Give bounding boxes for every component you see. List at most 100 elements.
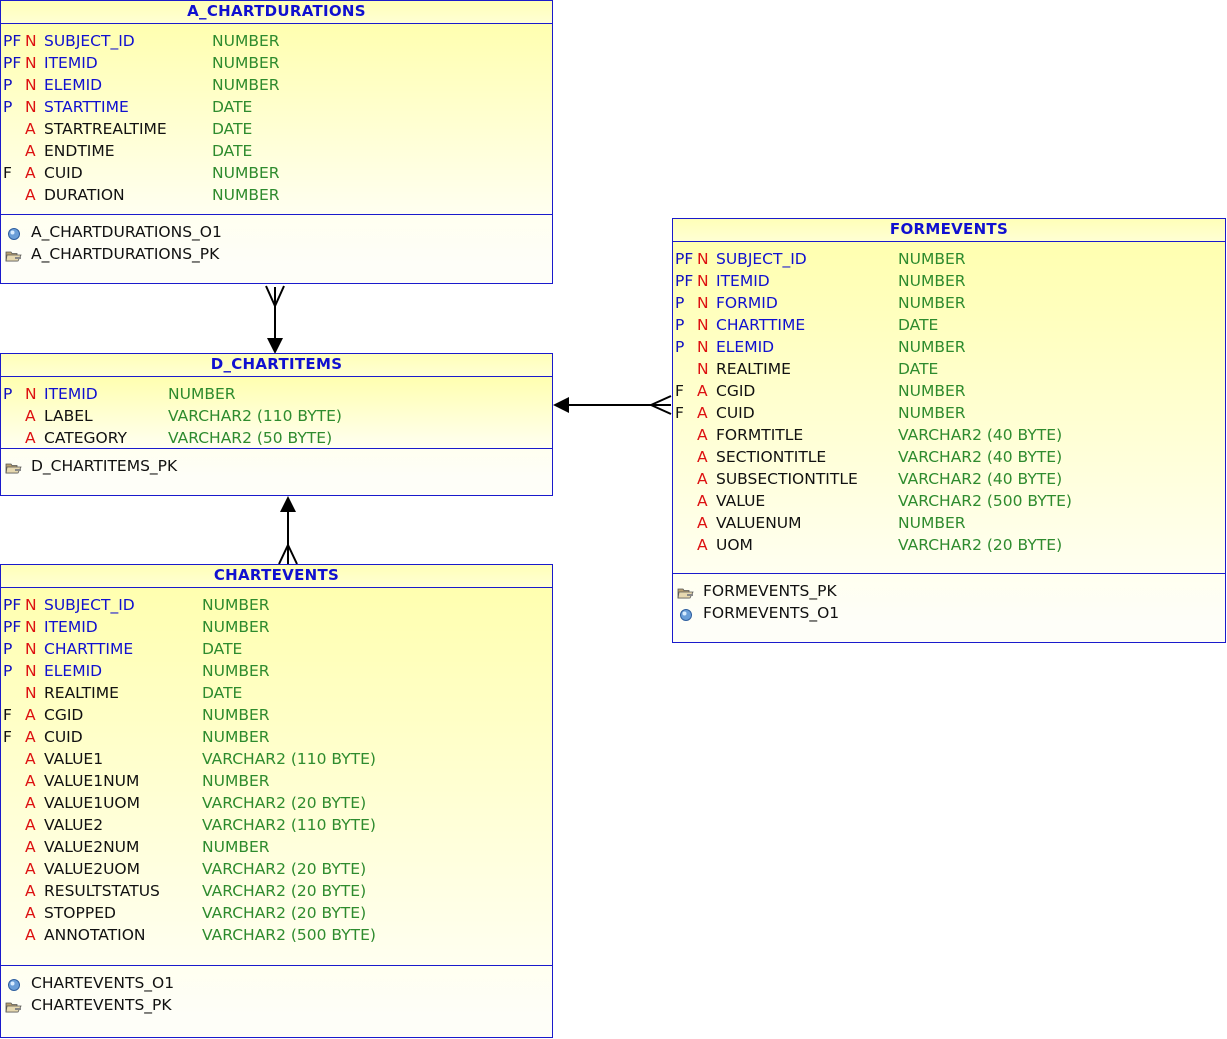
index-row[interactable]: CHARTEVENTS_PK xyxy=(1,994,552,1016)
index-name: CHARTEVENTS_O1 xyxy=(31,974,175,992)
index-row[interactable]: D_CHARTITEMS_PK xyxy=(1,455,552,477)
table-title[interactable]: FORMEVENTS xyxy=(673,219,1225,242)
column-type: DATE xyxy=(212,142,253,160)
table-title[interactable]: CHARTEVENTS xyxy=(1,565,552,588)
nullable-flag: A xyxy=(697,514,708,532)
nullable-flag: A xyxy=(25,772,36,790)
key-icon xyxy=(5,459,23,474)
column-name: CHARTTIME xyxy=(716,316,806,334)
column-type: NUMBER xyxy=(898,404,966,422)
column-type: VARCHAR2 (500 BYTE) xyxy=(898,492,1072,510)
column-name: ANNOTATION xyxy=(44,926,146,944)
column-type: NUMBER xyxy=(212,186,280,204)
index-row[interactable]: CHARTEVENTS_O1 xyxy=(1,972,552,994)
column-name: VALUENUM xyxy=(716,514,802,532)
key-marker: P xyxy=(3,640,13,658)
column-type: DATE xyxy=(898,316,939,334)
key-marker: PF xyxy=(3,32,22,50)
nullable-flag: N xyxy=(25,32,37,50)
nullable-flag: A xyxy=(697,404,708,422)
column-type: VARCHAR2 (110 BYTE) xyxy=(168,407,342,425)
column-type: VARCHAR2 (20 BYTE) xyxy=(202,882,367,900)
nullable-flag: N xyxy=(25,596,37,614)
table-title[interactable]: A_CHARTDURATIONS xyxy=(1,1,552,24)
column-type: VARCHAR2 (40 BYTE) xyxy=(898,448,1063,466)
index-row[interactable]: A_CHARTDURATIONS_PK xyxy=(1,243,552,265)
key-icon xyxy=(5,247,23,262)
index-row[interactable]: FORMEVENTS_PK xyxy=(673,580,1225,602)
column-name: ITEMID xyxy=(716,272,770,290)
column-name: VALUE1UOM xyxy=(44,794,140,812)
key-marker: P xyxy=(675,338,685,356)
key-marker: PF xyxy=(3,618,22,636)
nullable-flag: A xyxy=(25,794,36,812)
nullable-flag: N xyxy=(697,360,709,378)
column-type: DATE xyxy=(202,640,243,658)
index-row[interactable]: A_CHARTDURATIONS_O1 xyxy=(1,221,552,243)
table-title[interactable]: D_CHARTITEMS xyxy=(1,354,552,377)
index-icon xyxy=(5,976,23,991)
key-icon xyxy=(5,998,23,1013)
column-name: SUBJECT_ID xyxy=(716,250,807,268)
column-type: DATE xyxy=(898,360,939,378)
nullable-flag: A xyxy=(25,142,36,160)
index-icon xyxy=(677,606,695,621)
index-name: CHARTEVENTS_PK xyxy=(31,996,172,1014)
column-name: ELEMID xyxy=(716,338,775,356)
column-name: CUID xyxy=(44,728,83,746)
column-name: VALUE2UOM xyxy=(44,860,140,878)
column-name: CHARTTIME xyxy=(44,640,134,658)
column-type: NUMBER xyxy=(898,382,966,400)
relationship-chartevents-d-chartitems xyxy=(278,496,298,565)
column-name: FORMID xyxy=(716,294,778,312)
column-type: DATE xyxy=(202,684,243,702)
index-row[interactable]: FORMEVENTS_O1 xyxy=(673,602,1225,624)
nullable-flag: N xyxy=(697,272,709,290)
